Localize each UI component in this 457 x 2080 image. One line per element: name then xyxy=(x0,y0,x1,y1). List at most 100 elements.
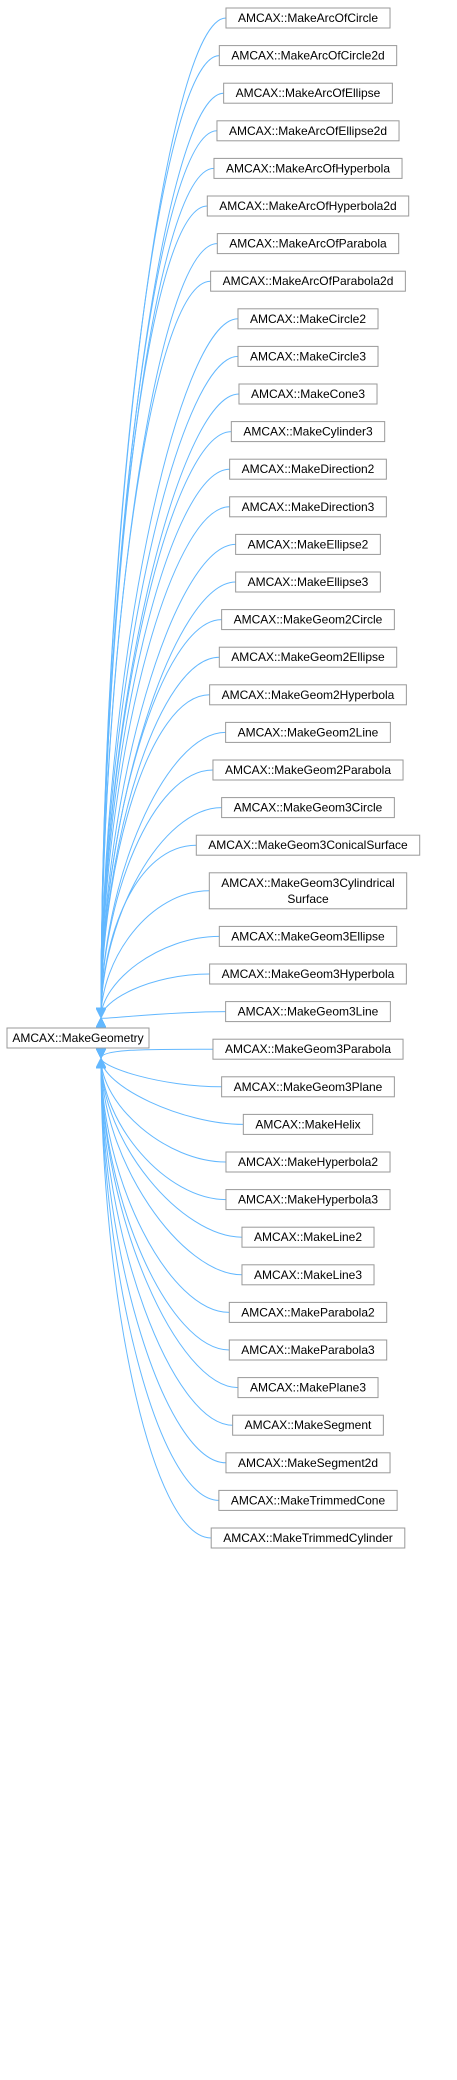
node-make-geom3-circle[interactable]: AMCAX::MakeGeom3Circle xyxy=(221,797,395,819)
edge-make-plane3 xyxy=(101,1058,238,1389)
node-box xyxy=(228,1339,388,1361)
node-label: AMCAX::MakeTrimmedCylinder xyxy=(223,1531,393,1545)
node-box xyxy=(237,345,379,367)
node-make-trimmed-cylinder[interactable]: AMCAX::MakeTrimmedCylinder xyxy=(210,1527,406,1549)
node-box xyxy=(238,383,378,405)
node-label: AMCAX::MakeGeom2Ellipse xyxy=(231,650,385,664)
node-make-plane3[interactable]: AMCAX::MakePlane3 xyxy=(237,1377,379,1399)
node-make-geom2-hyperbola[interactable]: AMCAX::MakeGeom2Hyperbola xyxy=(209,684,407,706)
node-label: AMCAX::MakeGeom3Plane xyxy=(234,1080,383,1094)
node-make-helix[interactable]: AMCAX::MakeHelix xyxy=(242,1113,374,1135)
node-label: AMCAX::MakeParabola3 xyxy=(241,1343,375,1357)
node-make-geom2-ellipse[interactable]: AMCAX::MakeGeom2Ellipse xyxy=(218,646,398,668)
node-make-direction3[interactable]: AMCAX::MakeDirection3 xyxy=(229,496,387,518)
node-box xyxy=(209,963,407,985)
node-make-geom2-line[interactable]: AMCAX::MakeGeom2Line xyxy=(225,721,391,743)
node-label: AMCAX::MakeArcOfParabola2d xyxy=(223,274,394,288)
node-box xyxy=(216,233,400,255)
edge-make-cone3 xyxy=(101,393,239,1018)
edge-make-arc-of-parabola2d xyxy=(101,280,211,1018)
node-box xyxy=(221,797,395,819)
node-make-arc-of-hyperbola2d[interactable]: AMCAX::MakeArcOfHyperbola2d xyxy=(206,195,410,217)
edge-make-geom2-line xyxy=(101,731,226,1018)
node-make-segment2d[interactable]: AMCAX::MakeSegment2d xyxy=(225,1452,391,1474)
node-label: AMCAX::MakePlane3 xyxy=(250,1381,366,1395)
node-make-line3[interactable]: AMCAX::MakeLine3 xyxy=(241,1264,375,1286)
node-label: AMCAX::MakeEllipse3 xyxy=(248,575,369,589)
node-make-direction2[interactable]: AMCAX::MakeDirection2 xyxy=(229,458,387,480)
node-make-geometry[interactable]: AMCAX::MakeGeometry xyxy=(6,1027,150,1049)
node-make-cylinder3[interactable]: AMCAX::MakeCylinder3 xyxy=(230,421,386,443)
node-make-arc-of-parabola2d[interactable]: AMCAX::MakeArcOfParabola2d xyxy=(210,270,406,292)
node-make-arc-of-circle2d[interactable]: AMCAX::MakeArcOfCircle2d xyxy=(218,45,398,67)
node-box xyxy=(225,1452,391,1474)
node-make-cone3[interactable]: AMCAX::MakeCone3 xyxy=(238,383,378,405)
node-label-line2: Surface xyxy=(287,892,329,906)
node-make-segment[interactable]: AMCAX::MakeSegment xyxy=(232,1414,384,1436)
node-make-geom3-conical-surface[interactable]: AMCAX::MakeGeom3ConicalSurface xyxy=(195,834,421,856)
node-box xyxy=(218,646,398,668)
node-label: AMCAX::MakeArcOfHyperbola2d xyxy=(219,199,396,213)
node-make-parabola3[interactable]: AMCAX::MakeParabola3 xyxy=(228,1339,388,1361)
node-box xyxy=(195,834,421,856)
node-box xyxy=(237,1377,379,1399)
node-make-arc-of-ellipse[interactable]: AMCAX::MakeArcOfEllipse xyxy=(223,82,393,104)
node-make-geom3-hyperbola[interactable]: AMCAX::MakeGeom3Hyperbola xyxy=(209,963,407,985)
node-box xyxy=(210,270,406,292)
node-make-geom3-plane[interactable]: AMCAX::MakeGeom3Plane xyxy=(221,1076,395,1098)
edge-make-geom2-parabola xyxy=(101,769,213,1018)
node-make-circle2[interactable]: AMCAX::MakeCircle2 xyxy=(237,308,379,330)
node-make-hyperbola3[interactable]: AMCAX::MakeHyperbola3 xyxy=(225,1189,391,1211)
node-make-trimmed-cone[interactable]: AMCAX::MakeTrimmedCone xyxy=(218,1489,398,1511)
edge-make-arc-of-ellipse xyxy=(101,92,224,1018)
node-label: AMCAX::MakeLine3 xyxy=(254,1268,362,1282)
node-label: AMCAX::MakeHyperbola3 xyxy=(238,1193,378,1207)
node-label: AMCAX::MakeGeom3Cylindrical xyxy=(221,876,394,890)
node-make-circle3[interactable]: AMCAX::MakeCircle3 xyxy=(237,345,379,367)
edge-make-arc-of-circle2d xyxy=(101,55,220,1018)
edge-make-geom3-conical-surface xyxy=(101,844,197,1018)
edge-make-geom3-cylindrical xyxy=(101,890,210,1018)
node-make-ellipse2[interactable]: AMCAX::MakeEllipse2 xyxy=(235,533,381,555)
node-make-arc-of-circle[interactable]: AMCAX::MakeArcOfCircle xyxy=(225,7,391,29)
node-make-ellipse3[interactable]: AMCAX::MakeEllipse3 xyxy=(235,571,381,593)
edge-make-parabola2 xyxy=(101,1058,230,1313)
edge-make-geom3-parabola xyxy=(101,1048,213,1058)
node-box xyxy=(225,1189,391,1211)
node-label: AMCAX::MakeCircle2 xyxy=(250,312,366,326)
node-box xyxy=(241,1264,375,1286)
node-label: AMCAX::MakeGeom3ConicalSurface xyxy=(208,838,408,852)
node-label: AMCAX::MakeGeom3Parabola xyxy=(225,1042,391,1056)
node-make-line2[interactable]: AMCAX::MakeLine2 xyxy=(241,1226,375,1248)
edge-make-direction3 xyxy=(101,506,230,1018)
node-box xyxy=(209,684,407,706)
node-box xyxy=(232,1414,384,1436)
node-label: AMCAX::MakeGeom3Circle xyxy=(234,801,383,815)
node-box xyxy=(216,120,400,142)
node-make-arc-of-hyperbola[interactable]: AMCAX::MakeArcOfHyperbola xyxy=(213,157,403,179)
node-make-hyperbola2[interactable]: AMCAX::MakeHyperbola2 xyxy=(225,1151,391,1173)
node-label: AMCAX::MakeDirection3 xyxy=(242,500,375,514)
node-box xyxy=(225,1151,391,1173)
node-label: AMCAX::MakeCone3 xyxy=(251,387,365,401)
edge-make-line2 xyxy=(101,1058,242,1238)
node-label: AMCAX::MakeSegment xyxy=(245,1418,372,1432)
node-make-geom3-ellipse[interactable]: AMCAX::MakeGeom3Ellipse xyxy=(218,925,398,947)
node-make-arc-of-parabola[interactable]: AMCAX::MakeArcOfParabola xyxy=(216,233,400,255)
edge-make-geom3-ellipse xyxy=(101,935,220,1018)
node-box xyxy=(206,195,410,217)
node-make-geom3-line[interactable]: AMCAX::MakeGeom3Line xyxy=(225,1001,391,1023)
node-make-parabola2[interactable]: AMCAX::MakeParabola2 xyxy=(228,1301,388,1323)
edge-make-trimmed-cylinder xyxy=(101,1058,212,1539)
node-make-geom3-parabola[interactable]: AMCAX::MakeGeom3Parabola xyxy=(212,1038,404,1060)
edge-make-geom2-hyperbola xyxy=(101,694,210,1018)
node-make-geom2-circle[interactable]: AMCAX::MakeGeom2Circle xyxy=(221,609,395,631)
node-box xyxy=(230,421,386,443)
node-make-arc-of-ellipse2d[interactable]: AMCAX::MakeArcOfEllipse2d xyxy=(216,120,400,142)
node-label: AMCAX::MakeArcOfCircle xyxy=(238,11,378,25)
node-box xyxy=(229,496,387,518)
node-make-geom2-parabola[interactable]: AMCAX::MakeGeom2Parabola xyxy=(212,759,404,781)
edge-make-geom2-circle xyxy=(101,619,222,1018)
